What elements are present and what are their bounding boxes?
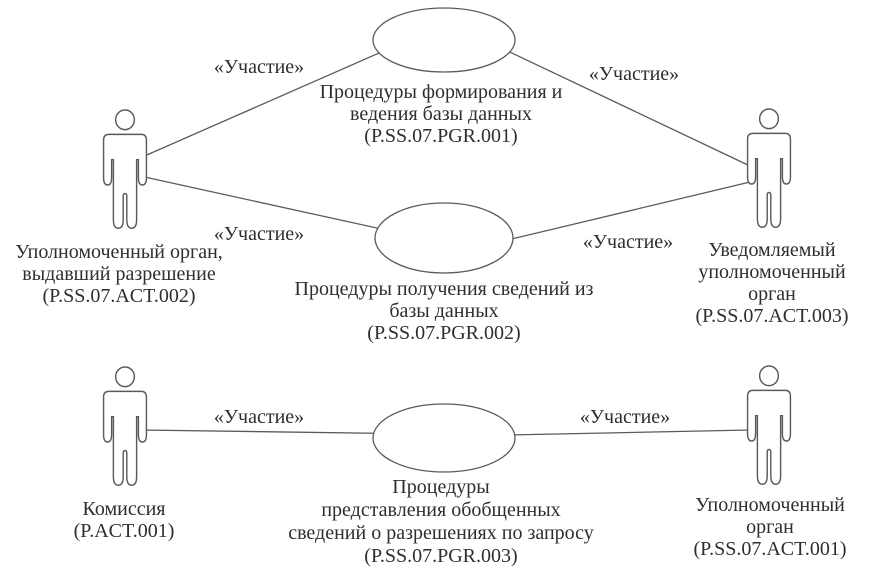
edge-label-participation-5: «Участие» <box>213 406 305 428</box>
actor-label-act-001k: Комиссия (P.ACT.001) <box>73 498 175 542</box>
actor-label-act-001: Уполномоченный орган (P.SS.07.ACT.001) <box>693 494 847 560</box>
edge-label-participation-2: «Участие» <box>588 63 680 85</box>
actor-label-act-002: Уполномоченный орган, выдавший разрешени… <box>15 241 223 307</box>
use-case-label-pgr-003: Процедуры представления обобщенных сведе… <box>288 476 594 567</box>
use-case-ellipse-pgr-002 <box>374 202 514 274</box>
association-pgr001-act003 <box>494 44 751 167</box>
edge-label-participation-4: «Участие» <box>582 231 674 253</box>
actor-figure-act-001 <box>746 365 792 486</box>
use-case-label-pgr-001: Процедуры формирования и ведения базы да… <box>319 81 563 147</box>
use-case-ellipse-pgr-003 <box>372 403 516 473</box>
association-act002-pgr002 <box>139 175 396 233</box>
association-act002-pgr001 <box>139 45 396 159</box>
edge-label-participation-6: «Участие» <box>579 406 671 428</box>
actor-figure-act-001k <box>102 366 148 487</box>
use-case-label-pgr-002: Процедуры получения сведений из базы дан… <box>294 278 594 344</box>
edge-label-participation-1: «Участие» <box>213 56 305 78</box>
actor-figure-act-002 <box>102 109 148 230</box>
actor-label-act-003: Уведомляемый уполномоченный орган (P.SS.… <box>695 239 849 327</box>
actor-figure-act-003 <box>746 108 792 229</box>
edge-label-participation-3: «Участие» <box>213 223 305 245</box>
use-case-ellipse-pgr-001 <box>372 7 516 73</box>
association-pgr002-act003 <box>494 181 751 244</box>
